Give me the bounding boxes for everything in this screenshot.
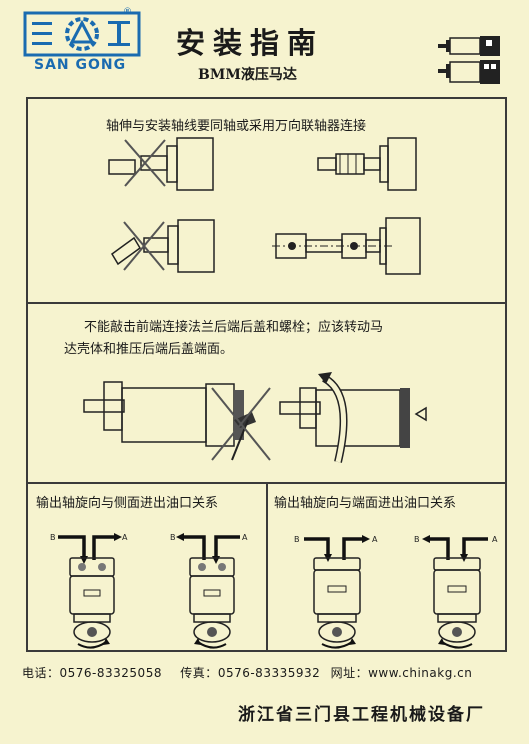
fax-number: 0576-83335932 [217, 666, 321, 680]
section-divider [26, 302, 507, 304]
alignment-instruction: 轴伸与安装轴线要同轴或采用万向联轴器连接 [106, 119, 367, 134]
port-label-a: A [492, 535, 498, 544]
port-label-a: A [242, 533, 248, 542]
fax-label: 传真： [180, 666, 218, 680]
end-port-motor-1-diagram: B A [294, 535, 378, 649]
port-label-b: B [294, 535, 300, 544]
logo-icon [23, 11, 141, 57]
logo-wordmark: SAN GONG [34, 57, 127, 73]
rotate-and-push-diagram [279, 372, 427, 463]
page-subtitle: BMM液压马达 [198, 67, 297, 83]
end-port-motor-2-diagram: B A [414, 535, 498, 649]
impact-instruction-line1: 不能敲击前端连接法兰后端后盖和螺栓；应该转动马 [84, 320, 384, 335]
end-ports-title: 输出轴旋向与端面进出油口关系 [274, 496, 457, 511]
website-link[interactable]: www.chinakg.cn [368, 666, 473, 680]
registered-mark: ® [123, 7, 132, 17]
port-label-a: A [122, 533, 128, 542]
aligned-coupling-diagram [317, 137, 417, 191]
impact-instruction-line2: 达壳体和推压后端后盖端面。 [64, 342, 234, 357]
port-label-a: A [372, 535, 378, 544]
website-label: 网址： [330, 666, 369, 680]
phone-label: 电话： [22, 666, 60, 680]
section-divider [266, 483, 268, 652]
hammer-prohibited-diagram [83, 381, 271, 461]
phone-number: 0576-83325058 [59, 666, 162, 680]
angled-shaft-diagram [111, 219, 215, 273]
page-title: 安装指南 [176, 26, 325, 60]
side-port-motor-2-diagram: B A [170, 533, 248, 649]
company-name: 浙江省三门县工程机械设备厂 [238, 705, 485, 725]
port-label-b: B [170, 533, 176, 542]
port-label-b: B [414, 535, 420, 544]
port-label-b: B [50, 533, 56, 542]
side-ports-title: 输出轴旋向与侧面进出油口关系 [36, 496, 219, 511]
side-port-motor-1-diagram: B A [50, 533, 128, 649]
contact-line: 电话：0576-83325058 传真：0576-83335932 网址：www… [22, 664, 472, 681]
universal-joint-diagram [272, 217, 421, 275]
motor-thumbnail-icon [438, 36, 500, 84]
misaligned-shaft-diagram [108, 137, 214, 191]
